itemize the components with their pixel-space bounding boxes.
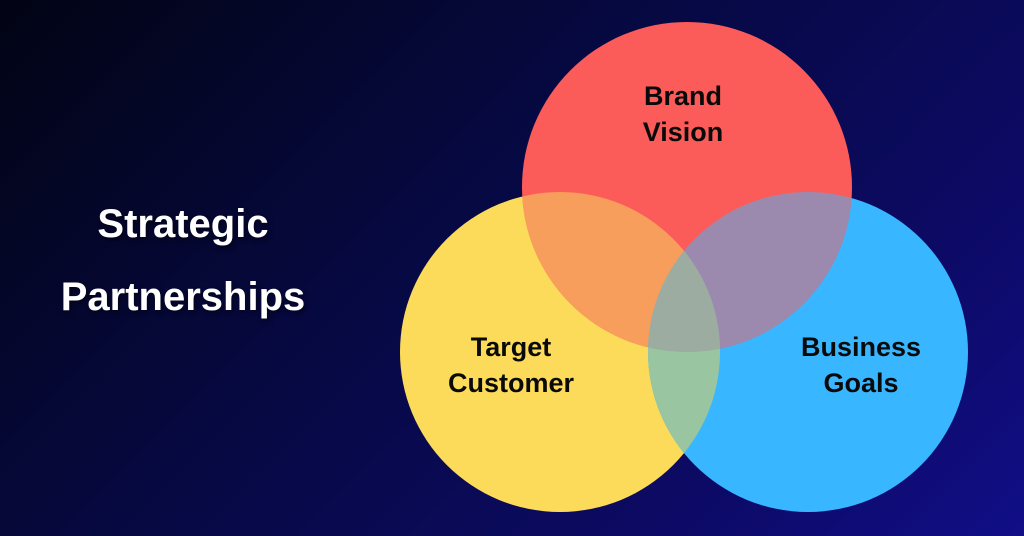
slide-title: Strategic Partnerships (61, 188, 306, 334)
slide-title-line1: Strategic (97, 202, 269, 246)
business-goals-label-line1: Business (800, 332, 922, 362)
brand-vision-label-line2: Vision (642, 117, 724, 147)
target-customer-label: Target Customer (448, 329, 574, 401)
overlap-brand-customer (522, 192, 720, 352)
target-customer-label-line2: Customer (447, 368, 575, 398)
slide-title-line2: Partnerships (60, 275, 306, 319)
business-goals-label: Business Goals (801, 329, 921, 401)
brand-vision-label: Brand Vision (643, 78, 724, 150)
business-goals-label-line2: Goals (823, 368, 899, 398)
overlap-brand-goals (648, 192, 852, 352)
brand-vision-label-line1: Brand (643, 81, 722, 111)
target-customer-label-line1: Target (470, 332, 552, 362)
